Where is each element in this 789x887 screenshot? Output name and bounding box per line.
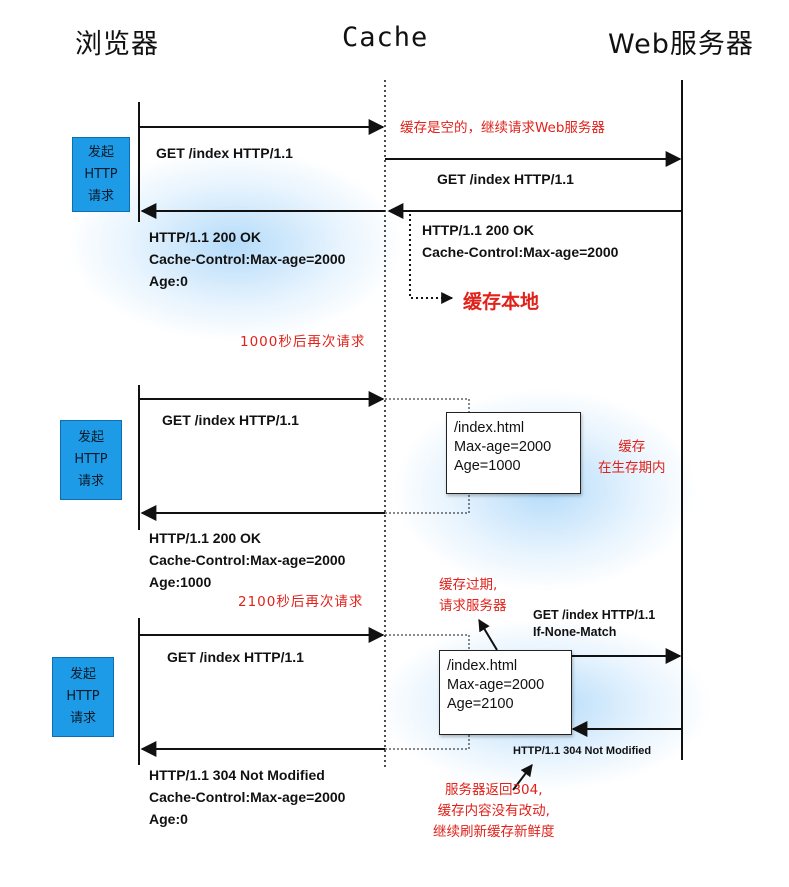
response-line: Cache-Control:Max-age=2000: [149, 251, 346, 267]
request-box-line: HTTP: [66, 689, 100, 704]
cache-entry-line: Max-age=2000: [447, 677, 545, 693]
response-line: HTTP/1.1 200 OK: [422, 222, 535, 238]
cache-entry-box: /index.html Max-age=2000 Age=1000: [446, 412, 581, 494]
store-local-arrow: [409, 214, 454, 304]
response-line: Cache-Control:Max-age=2000: [149, 552, 346, 568]
expired-pointer-arrow: [478, 618, 498, 651]
server-304-note: 服务器返回304, 缓存内容没有改动, 继续刷新缓存新鲜度: [433, 780, 555, 843]
server-note-pointer-arrow: [512, 764, 533, 791]
response-line: HTTP/1.1 200 OK: [149, 229, 262, 245]
response-line: HTTP/1.1 200 OK: [149, 530, 262, 546]
note-line: 在生存期内: [598, 460, 666, 476]
cache-entry-line: /index.html: [454, 420, 525, 436]
note-line: 请求服务器: [439, 598, 507, 614]
cache-entry-line: Max-age=2000: [454, 439, 552, 455]
forward-request-label: GET /index HTTP/1.1 If-None-Match: [533, 607, 655, 641]
note-line: 缓存内容没有改动,: [437, 803, 550, 819]
response-line: Age:0: [149, 273, 188, 289]
initiate-request-box: 发起 HTTP 请求: [60, 420, 122, 500]
browser-response-label: HTTP/1.1 200 OK Cache-Control:Max-age=20…: [149, 226, 345, 292]
cache-entry-line: Age=1000: [454, 458, 521, 474]
cache-empty-note: 缓存是空的，继续请求Web服务器: [400, 120, 605, 136]
request-box-line: 发起: [77, 430, 104, 445]
request-box-line: 发起: [69, 667, 96, 682]
forward-request-label: GET /index HTTP/1.1: [437, 171, 574, 187]
interval-note: 2100秒后再次请求: [238, 594, 364, 610]
response-line: Age:0: [149, 811, 188, 827]
cache-expired-note: 缓存过期, 请求服务器: [439, 575, 507, 617]
server-header: Web服务器: [608, 29, 754, 60]
request-line: If-None-Match: [533, 625, 617, 639]
server-response-label: HTTP/1.1 200 OK Cache-Control:Max-age=20…: [422, 219, 618, 263]
browser-response-label: HTTP/1.1 200 OK Cache-Control:Max-age=20…: [149, 527, 345, 593]
interval-note: 1000秒后再次请求: [240, 334, 366, 350]
request-box-line: 请求: [69, 711, 96, 726]
request-box-line: 请求: [77, 474, 104, 489]
request-box-line: HTTP: [84, 166, 118, 182]
cache-fresh-note: 缓存 在生存期内: [598, 437, 666, 479]
cache-entry-line: Age=2100: [447, 696, 514, 712]
note-line: 缓存: [618, 439, 646, 455]
request-label: GET /index HTTP/1.1: [156, 145, 293, 161]
request-box-line: 发起: [87, 144, 114, 160]
request-label: GET /index HTTP/1.1: [162, 412, 299, 428]
cache-entry-line: /index.html: [447, 658, 518, 674]
request-box-line: HTTP: [74, 452, 108, 467]
note-line: 缓存过期,: [439, 577, 498, 593]
browser-header: 浏览器: [75, 29, 159, 60]
response-line: HTTP/1.1 304 Not Modified: [149, 767, 325, 783]
response-line: Cache-Control:Max-age=2000: [149, 789, 346, 805]
server-response-label: HTTP/1.1 304 Not Modified: [513, 745, 652, 757]
initiate-request-box: 发起 HTTP 请求: [72, 137, 130, 212]
response-line: Cache-Control:Max-age=2000: [422, 244, 619, 260]
initiate-request-box: 发起 HTTP 请求: [52, 657, 114, 737]
cache-entry-box: /index.html Max-age=2000 Age=2100: [439, 650, 572, 735]
request-line: GET /index HTTP/1.1: [533, 608, 656, 622]
request-label: GET /index HTTP/1.1: [167, 649, 304, 665]
response-line: Age:1000: [149, 574, 212, 590]
browser-response-label: HTTP/1.1 304 Not Modified Cache-Control:…: [149, 764, 345, 830]
note-line: 服务器返回304,: [444, 782, 543, 798]
note-line: 继续刷新缓存新鲜度: [433, 824, 555, 840]
cache-header: Cache: [342, 22, 429, 53]
store-local-note: 缓存本地: [463, 291, 540, 313]
request-box-line: 请求: [87, 188, 114, 204]
